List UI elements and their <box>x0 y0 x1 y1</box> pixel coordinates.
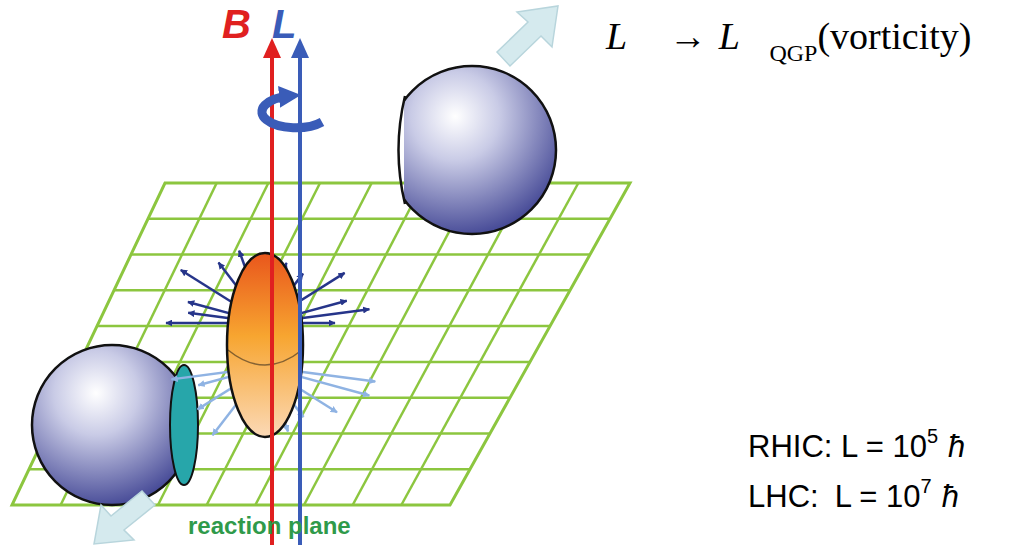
text-line: RHIC: L = 105ħ <box>748 428 965 465</box>
drawing-line <box>148 218 610 221</box>
angular-momentum-label: L <box>272 0 296 48</box>
text-line: L <box>272 0 296 48</box>
field-label: B <box>222 0 251 48</box>
drawing-circle <box>32 345 188 505</box>
drawing-path <box>262 96 322 128</box>
drawing-polygon <box>497 6 558 66</box>
subscript: QGP <box>769 39 817 68</box>
drawing-line <box>158 183 320 505</box>
drawing-ellipse <box>170 365 198 485</box>
unit-symbol: ħ <box>942 478 959 515</box>
drawing-line <box>207 183 372 505</box>
drawing-line <box>353 183 527 505</box>
drawing-path <box>228 350 302 365</box>
value-text: RHIC: L = 10 <box>748 428 927 465</box>
text-line: L⃗→L⃗QGP(vorticity) <box>606 14 971 60</box>
value-text: LHC: <box>748 478 819 515</box>
text-line: LHC:L = 107ħ <box>748 478 959 515</box>
drawing-ellipse <box>227 253 303 437</box>
drawing-g <box>404 66 556 234</box>
drawing-line <box>114 289 570 292</box>
exponent: 7 <box>921 474 932 498</box>
drawing-line <box>131 253 590 256</box>
drawing-g <box>12 183 630 505</box>
vector-symbol: L⃗ <box>719 14 770 60</box>
drawing-circle <box>404 66 556 234</box>
value-text: L = 10 <box>835 478 921 515</box>
vector-symbol: L⃗ <box>606 14 657 60</box>
unit-symbol: ħ <box>948 428 965 465</box>
drawing-line <box>97 325 550 328</box>
text-line: B <box>222 0 251 48</box>
plane-label: reaction plane <box>188 512 351 541</box>
drawing-g <box>32 345 188 505</box>
drawing-polygon <box>94 491 155 544</box>
text-line: reaction plane <box>188 512 351 541</box>
drawing-polygon <box>12 183 630 505</box>
exponent: 5 <box>927 424 938 448</box>
note-text: (vorticity) <box>817 14 971 60</box>
arrow-symbol: → <box>669 14 707 60</box>
drawing-path <box>399 96 406 204</box>
